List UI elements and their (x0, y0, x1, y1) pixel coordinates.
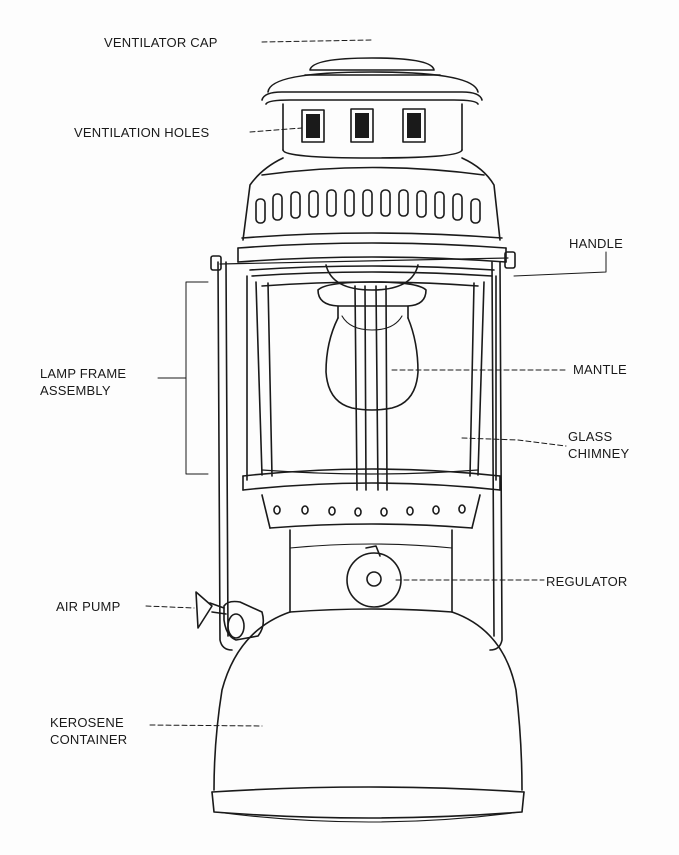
air-pump (195, 591, 265, 641)
gallery-ring (242, 468, 501, 529)
label-kerosene-line1: KEROSENE (50, 715, 124, 730)
glass-chimney (261, 281, 479, 475)
label-glass-chimney-line2: CHIMNEY (568, 446, 630, 461)
leader-air-pump (145, 605, 195, 609)
label-air-pump: AIR PUMP (56, 599, 121, 614)
label-ventilator-cap: VENTILATOR CAP (104, 35, 218, 50)
label-glass-chimney: GLASS CHIMNEY (568, 428, 629, 462)
leader-lines (145, 39, 569, 727)
hood (237, 157, 507, 263)
label-lamp-frame-line2: ASSEMBLY (40, 383, 111, 398)
label-glass-chimney-line1: GLASS (568, 429, 613, 444)
label-ventilation-holes: VENTILATION HOLES (74, 125, 210, 140)
mantle (317, 281, 427, 411)
label-handle: HANDLE (569, 236, 623, 251)
label-lamp-frame-assembly: LAMP FRAME ASSEMBLY (40, 365, 126, 399)
label-mantle: MANTLE (573, 362, 627, 377)
leader-handle (513, 251, 607, 277)
upper-ring (249, 264, 495, 291)
leader-ventilation-holes (249, 127, 303, 133)
kerosene-container (211, 611, 525, 823)
leader-kerosene (149, 724, 263, 727)
ventilation-holes (282, 103, 463, 159)
label-kerosene-container: KEROSENE CONTAINER (50, 714, 127, 748)
neck (289, 529, 453, 613)
leader-ventilator-cap (261, 39, 373, 43)
frame-rods (246, 275, 497, 491)
ventilator-cap (261, 57, 483, 105)
label-lamp-frame-line1: LAMP FRAME (40, 366, 127, 381)
lamp-frame-bracket (157, 281, 209, 475)
regulator-knob (346, 545, 402, 608)
label-kerosene-line2: CONTAINER (50, 732, 128, 747)
leader-glass-chimney (461, 437, 567, 447)
label-regulator: REGULATOR (546, 574, 628, 589)
